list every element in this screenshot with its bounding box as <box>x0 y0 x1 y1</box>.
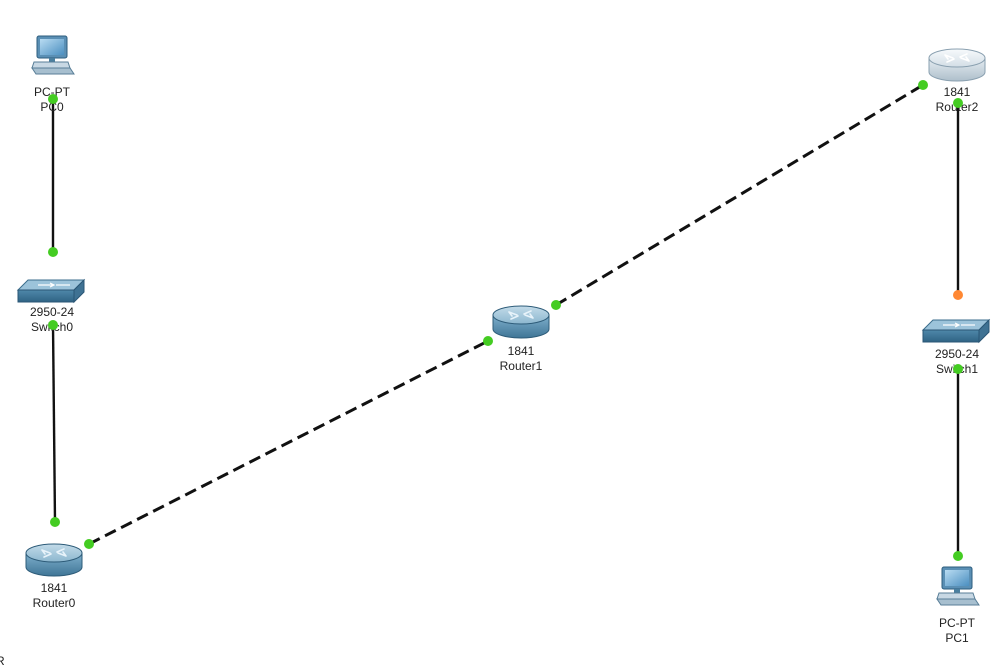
port-status-switch0-router0-to <box>50 517 60 527</box>
device-model-label: 2950-24 <box>30 305 74 319</box>
router-icon <box>25 543 83 577</box>
switch-icon <box>16 278 86 304</box>
router-icon <box>492 305 550 339</box>
pc-icon <box>936 566 980 606</box>
port-status-switch1-pc1-from <box>953 364 963 374</box>
port-status-pc0-switch0-to <box>48 247 58 257</box>
port-status-switch1-pc1-to <box>953 551 963 561</box>
port-status-router1-router2-from <box>551 300 561 310</box>
device-model-label: 1841 <box>508 344 535 358</box>
device-switch0[interactable] <box>16 278 86 304</box>
link-switch0-router0[interactable] <box>51 324 57 523</box>
device-model-label: PC-PT <box>939 616 976 630</box>
port-status-router2-switch1-to <box>953 290 963 300</box>
port-status-router2-switch1-from <box>953 98 963 108</box>
device-switch1[interactable] <box>921 318 991 344</box>
device-model-label: 1841 <box>944 85 971 99</box>
device-pc0[interactable] <box>31 35 75 75</box>
device-name-label: PC0 <box>40 100 64 114</box>
device-name-label: PC1 <box>945 631 969 645</box>
devices-layer: PC-PTPC02950-24Switch01841Router01841Rou… <box>16 35 991 645</box>
port-status-pc0-switch0-from <box>48 94 58 104</box>
device-router0[interactable] <box>25 543 83 577</box>
device-model-label: 1841 <box>41 581 68 595</box>
switch-icon <box>921 318 991 344</box>
device-model-label: PC-PT <box>34 85 71 99</box>
device-router2[interactable] <box>928 48 986 82</box>
router-icon <box>928 48 986 82</box>
link-router0-router1[interactable] <box>88 339 489 546</box>
pc-icon <box>31 35 75 75</box>
port-status-router1-router2-to <box>918 80 928 90</box>
device-name-label: Router1 <box>500 359 543 373</box>
port-status-router0-router1-from <box>84 539 94 549</box>
link-router1-router2[interactable] <box>555 83 924 307</box>
ports-layer <box>48 80 963 561</box>
device-name-label: Router0 <box>33 596 76 610</box>
cropped-glyph: R <box>0 654 5 668</box>
device-pc1[interactable] <box>936 566 980 606</box>
links-layer <box>51 83 960 556</box>
port-status-switch0-router0-from <box>48 320 58 330</box>
port-status-router0-router1-to <box>483 336 493 346</box>
device-model-label: 2950-24 <box>935 347 979 361</box>
device-router1[interactable] <box>492 305 550 339</box>
